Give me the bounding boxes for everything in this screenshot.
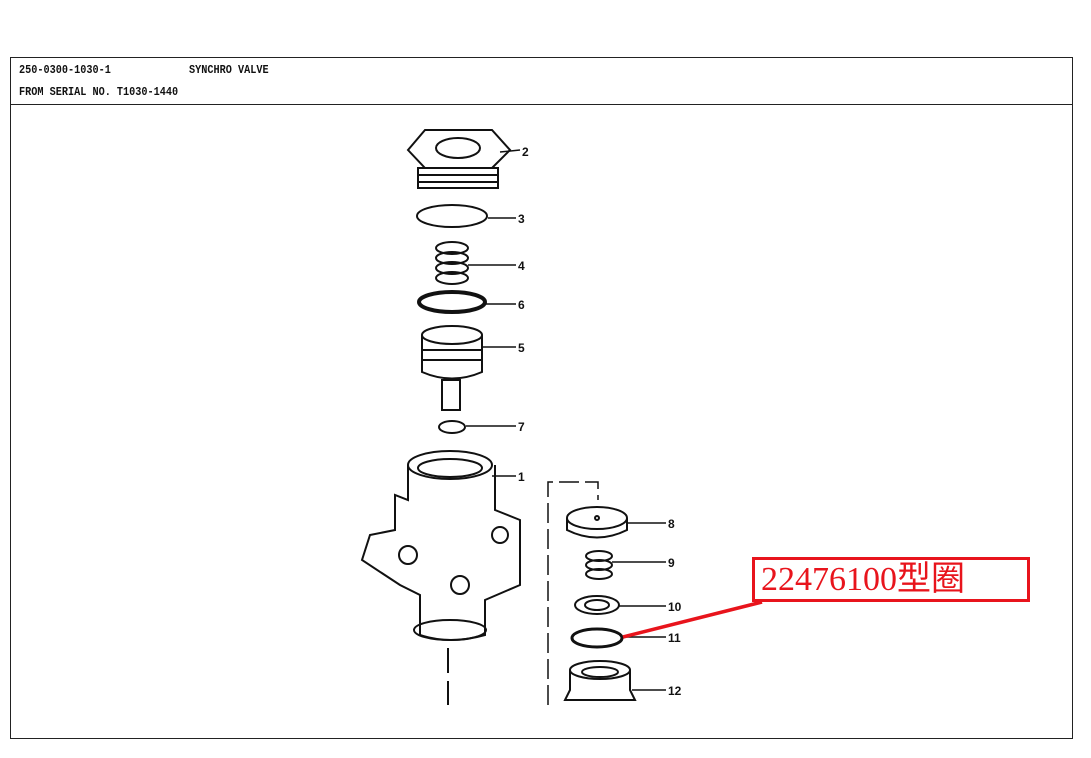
- serial-range: FROM SERIAL NO. T1030-1440: [19, 85, 179, 99]
- part-3-o-ring: [416, 204, 488, 228]
- annotation-leader-line: [622, 600, 763, 639]
- part-number: 250-0300-1030-1: [19, 63, 111, 77]
- callout-7: 7: [518, 420, 525, 434]
- drawing-frame: 250-0300-1030-1 SYNCHRO VALVE FROM SERIA…: [10, 57, 1073, 739]
- assembly-dash-line: [547, 481, 599, 705]
- part-4-spring: [435, 241, 469, 285]
- callout-1: 1: [518, 470, 525, 484]
- callout-6: 6: [518, 298, 525, 312]
- callout-3: 3: [518, 212, 525, 226]
- part-8-cap: [566, 506, 628, 539]
- part-9-spring: [585, 550, 613, 580]
- part-10-valve-disc: [574, 595, 620, 615]
- callout-11: 11: [668, 631, 681, 645]
- callout-5: 5: [518, 341, 525, 355]
- part-12-plug: [563, 660, 637, 701]
- callout-12: 12: [668, 684, 682, 698]
- part-2-hex-plug: [406, 129, 512, 189]
- callout-8: 8: [668, 517, 675, 531]
- part-5-piston: [421, 325, 483, 411]
- callout-9: 9: [668, 556, 675, 570]
- annotation-box: 22476100型圈: [752, 557, 1030, 602]
- part-1-valve-body: [360, 450, 521, 705]
- drawing-title: SYNCHRO VALVE: [189, 63, 269, 77]
- callout-4: 4: [518, 259, 525, 273]
- part-7-o-ring: [438, 420, 466, 434]
- part-6-o-ring: [417, 290, 487, 314]
- part-11-o-ring: [570, 627, 624, 649]
- title-block: 250-0300-1030-1 SYNCHRO VALVE FROM SERIA…: [11, 58, 1072, 105]
- callout-10: 10: [668, 600, 682, 614]
- callout-2: 2: [522, 145, 529, 159]
